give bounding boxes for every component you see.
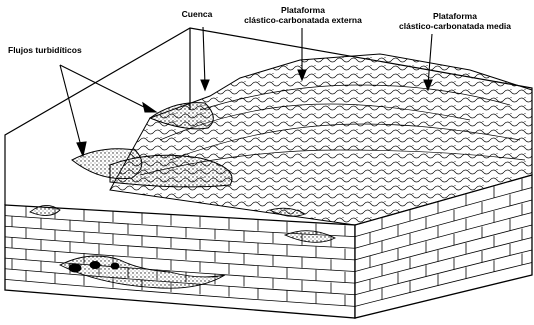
label-flujos-turbiditicos: Flujos turbidíticos [8,46,118,56]
label-plataforma-externa: Plataforma clástico-carbonatada externa [228,6,378,26]
label-cuenca: Cuenca [172,10,222,20]
label-plataforma-media-line2: clástico-carbonatada media [380,22,530,32]
front-face [5,205,355,318]
label-plataforma-media: Plataforma clástico-carbonatada media [380,12,530,32]
label-plataforma-externa-line2: clástico-carbonatada externa [228,16,378,26]
